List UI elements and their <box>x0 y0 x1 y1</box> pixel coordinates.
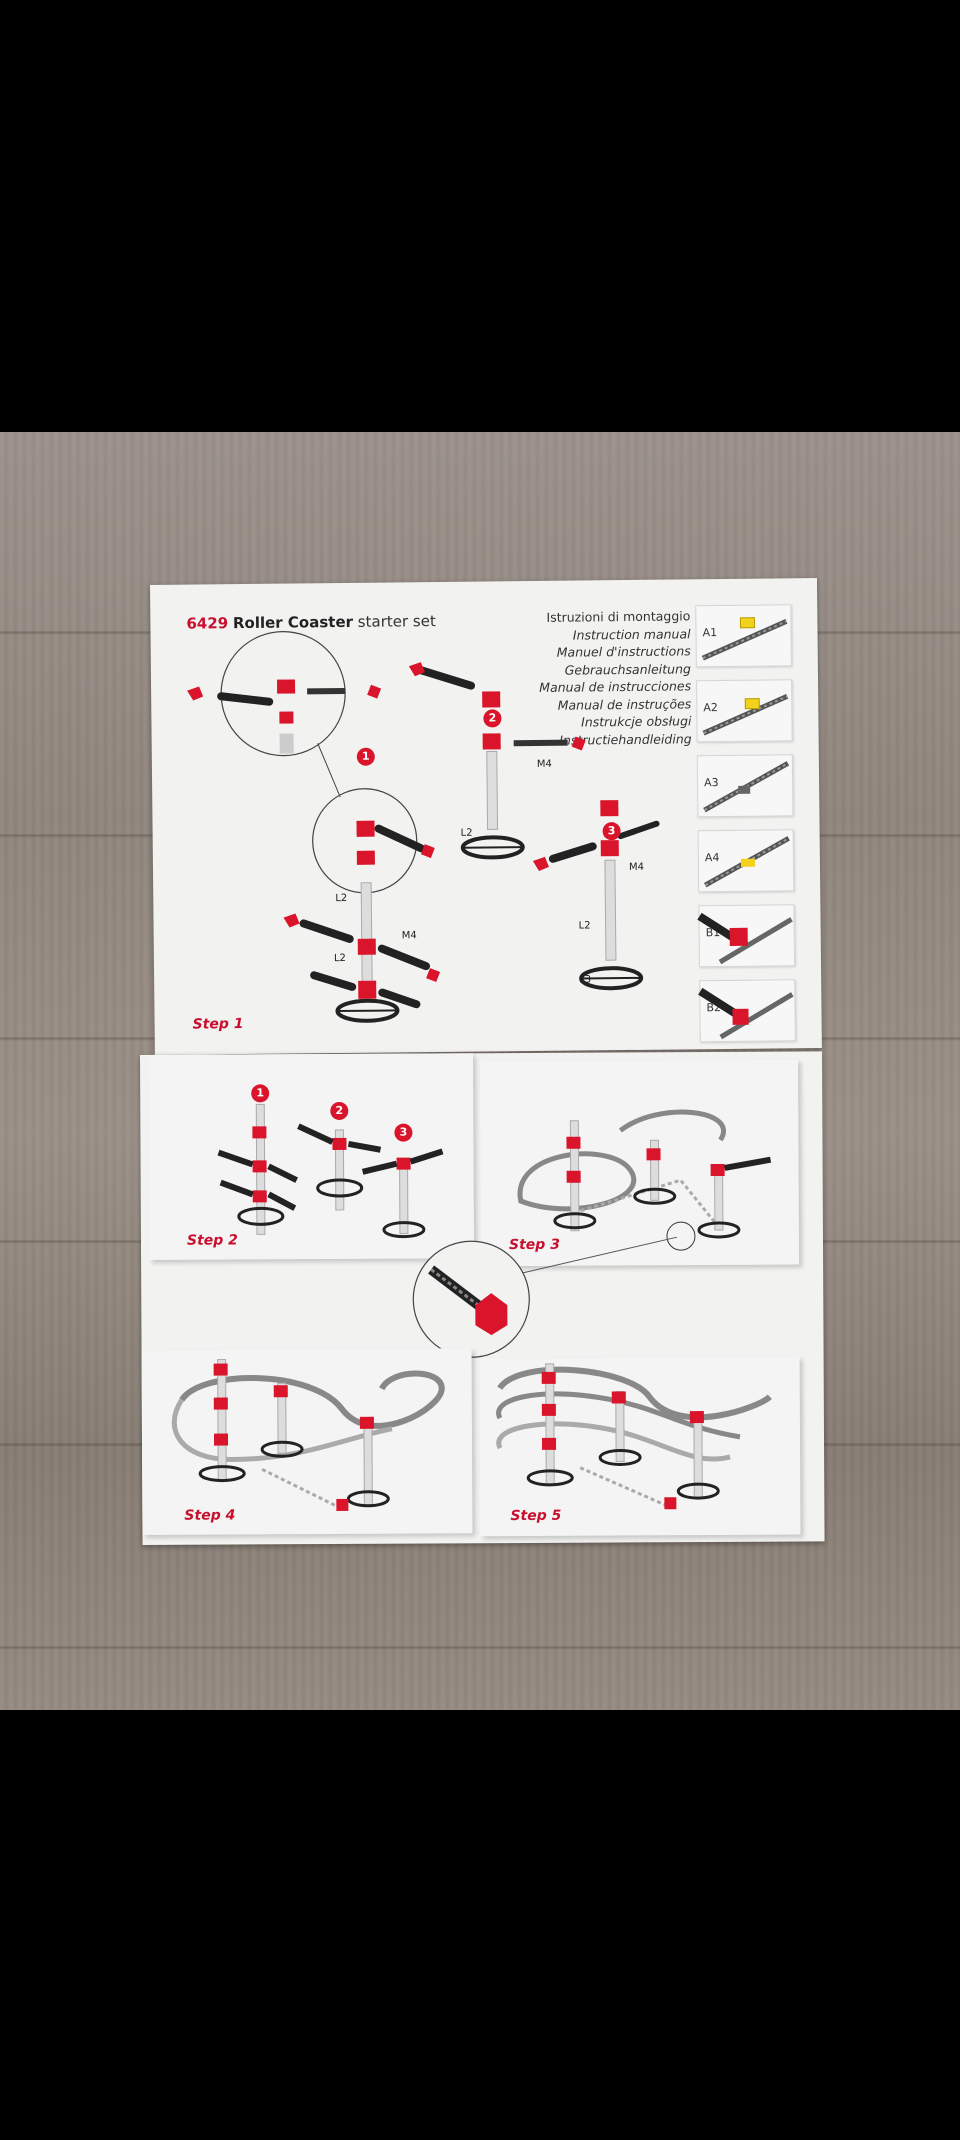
badge-tower-1: 1 <box>356 747 375 766</box>
part-label-m4: M4 <box>536 758 552 770</box>
badge-tower-2: 2 <box>483 709 502 728</box>
part-label-l2: L2 <box>460 827 473 839</box>
instruction-sheet-top: 6429 Roller Coaster starter set Istruzio… <box>150 578 822 1055</box>
step-4-card: Step 4 <box>141 1348 473 1535</box>
step-word: Step <box>184 1507 221 1524</box>
step-word: Step <box>192 1016 229 1033</box>
step-1-label: Step 1 <box>193 1016 244 1033</box>
track-join-illustration <box>703 761 790 813</box>
part-label-m4: M4 <box>628 861 645 873</box>
step5-track-illustration <box>496 1363 772 1510</box>
side-panel-b2: B2 <box>698 979 796 1043</box>
step-word: Step <box>510 1507 547 1525</box>
step2-towers-illustration <box>217 1103 444 1239</box>
step-5-label: Step 5 <box>510 1508 561 1524</box>
part-label-l2: L2 <box>333 952 346 965</box>
step-number: 5 <box>551 1507 562 1524</box>
badge-tower-3: 3 <box>602 822 621 841</box>
side-panel-a3: A3 <box>696 754 794 818</box>
step-5-card: Step 5 <box>479 1356 801 1537</box>
step4-track-illustration <box>171 1359 445 1511</box>
side-panel-column: A1 A2 A3 A4 <box>695 604 796 1055</box>
track-clip-illustration <box>702 694 789 736</box>
track-join-illustration <box>703 836 790 888</box>
instruction-sheet-bottom: 1 2 3 Step 2 Step 3 <box>140 1051 825 1545</box>
step-4-label: Step 4 <box>184 1508 235 1524</box>
side-panel-a1: A1 <box>695 604 792 668</box>
side-panel-a2: A2 <box>696 679 793 743</box>
step1-assembly-illustration <box>187 631 660 1023</box>
part-label-m4: M4 <box>401 930 417 942</box>
step-number: 4 <box>225 1507 236 1524</box>
part-label-l3: L3 <box>579 974 592 986</box>
part-label-l2: L2 <box>335 892 348 905</box>
track-holder-illustration <box>698 987 794 1040</box>
side-panel-b1: B1 <box>697 904 796 968</box>
track-holder-illustration <box>697 912 793 965</box>
step-3-card: Step 3 <box>480 1059 800 1267</box>
part-label-l2: L2 <box>578 920 591 932</box>
side-panel-a4: A4 <box>697 829 795 893</box>
track-clip-illustration <box>701 617 788 661</box>
step3-track-illustration <box>517 1109 772 1251</box>
step-2-card: 1 2 3 Step 2 <box>147 1053 475 1260</box>
step-number: 1 <box>233 1016 244 1033</box>
